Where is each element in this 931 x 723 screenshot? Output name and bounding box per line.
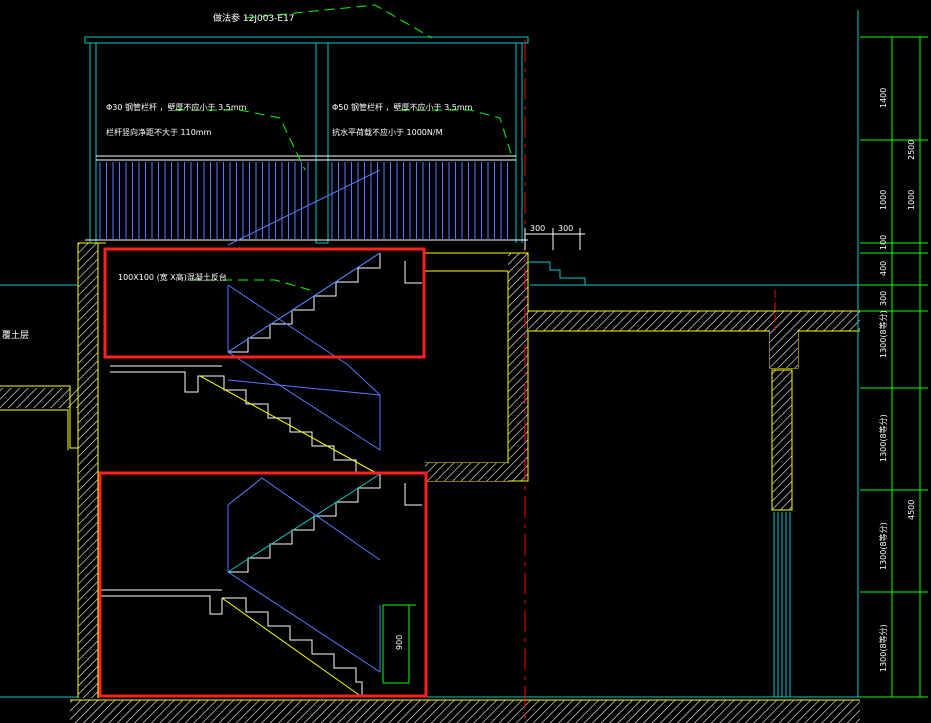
highlight-box-upper	[103, 247, 426, 359]
railing-spec-right-2: 抗水平荷载不应小于 1000N/M	[332, 127, 443, 137]
dim-300-b-label: 300	[558, 224, 573, 233]
dim-outer-0: 2500	[907, 140, 916, 160]
dim-outer-2: 4500	[907, 500, 916, 520]
leader-lines	[175, 4, 514, 291]
left-ground-slab	[0, 385, 78, 450]
right-column	[771, 369, 793, 697]
dim-inner-6: 1300(8等分)	[878, 414, 888, 462]
dim-inner-3: 400	[879, 261, 888, 276]
highlight-box-lower	[98, 471, 428, 698]
stairs	[100, 169, 422, 698]
dim-300-300	[524, 228, 585, 250]
dim-inner-8: 1300(8等分)	[878, 624, 888, 672]
left-wall	[77, 242, 106, 698]
dim-900	[382, 604, 416, 684]
right-roof-slab	[528, 310, 860, 369]
dim-inner-4: 300	[879, 291, 888, 306]
detail-ref-label: 做法参 12J003-E17	[213, 12, 295, 24]
dim-inner-0: 1400	[879, 88, 888, 108]
dim-inner-1: 1000	[879, 190, 888, 210]
right-shaft-wall	[425, 252, 529, 482]
dim-inner-7: 1300(8等分)	[878, 522, 888, 570]
dim-inner-5: 1300(8等分)	[878, 310, 888, 358]
entry-step	[528, 261, 586, 285]
railing-spec-left-1: Φ30 钢管栏杆 ，壁厚不应小于 3.5mm	[106, 102, 247, 112]
railing-spec-left-2: 栏杆竖向净距不大于 110mm	[106, 127, 212, 137]
dim-inner-2: 100	[879, 235, 888, 250]
dim-900-label: 900	[395, 635, 404, 650]
dim-300-a-label: 300	[530, 224, 545, 233]
beam-note-label: 100X100 (宽 X高)混凝土反台	[118, 272, 227, 282]
top-railing	[84, 36, 529, 244]
right-dimension-chain	[857, 10, 928, 698]
foundation-slab	[70, 700, 860, 723]
ground-lines	[0, 284, 860, 698]
soil-layer-label: 覆土层	[2, 329, 29, 341]
dim-outer-1: 1000	[907, 190, 916, 210]
railing-spec-right-1: Φ50 钢管栏杆 ，壁厚不应小于 3.5mm	[332, 102, 473, 112]
